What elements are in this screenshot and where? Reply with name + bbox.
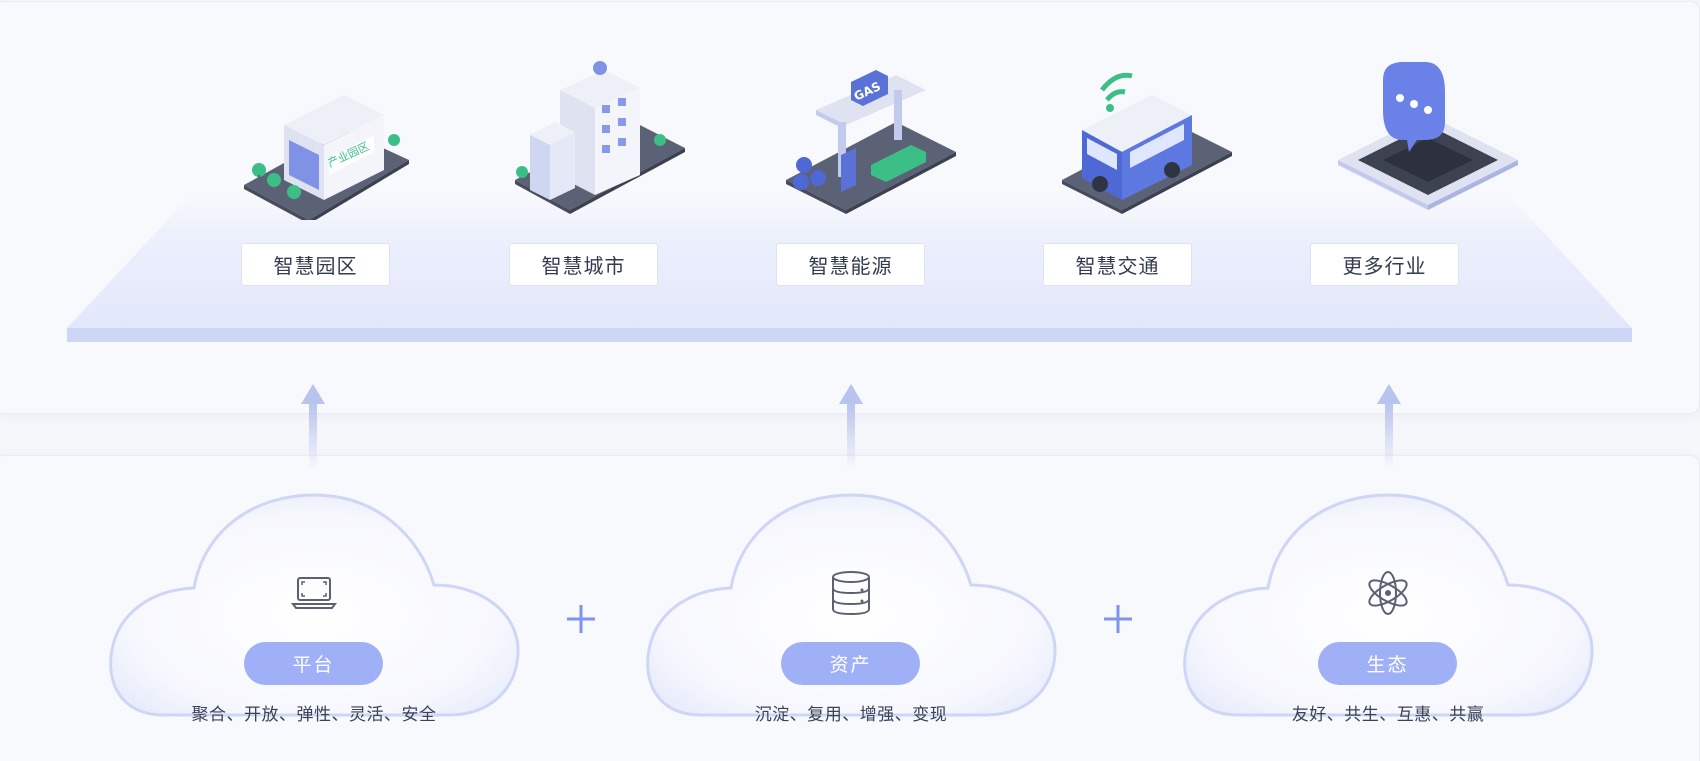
atom-icon (1363, 568, 1413, 618)
smart-city-tower-icon (515, 61, 685, 214)
chip-chat-bubble-icon (1338, 62, 1518, 210)
industry-label-text: 更多行业 (1342, 254, 1427, 278)
industry-label-text: 智慧交通 (1075, 254, 1160, 278)
arrow-up-icon (1374, 384, 1404, 470)
cloud-ecosystem: 生态 友好、共生、互惠、共赢 (1178, 490, 1598, 725)
scene-smart-city (500, 60, 700, 220)
industry-label-smart-traffic: 智慧交通 (1043, 243, 1192, 286)
cloud-shape (646, 493, 1057, 717)
foundation-pill-ecosystem: 生态 (1318, 642, 1457, 685)
industry-label-more: 更多行业 (1310, 243, 1459, 286)
scene-smart-park: 产业园区 (224, 60, 424, 220)
scene-more-industries (1328, 60, 1528, 220)
cloud-shape (1183, 493, 1594, 717)
database-icon (826, 568, 876, 618)
foundation-pill-platform: 平台 (244, 642, 383, 685)
scene-smart-traffic (1052, 60, 1252, 220)
arrow-up-icon (836, 384, 866, 470)
arrow-up-icon (298, 384, 328, 470)
laptop-icon (289, 568, 339, 618)
gas-station-icon: GAS (786, 70, 956, 214)
foundation-desc: 友好、共生、互惠、共赢 (1291, 705, 1485, 725)
cloud-assets: 资产 沉淀、复用、增强、变现 (641, 490, 1061, 725)
industry-label-text: 智慧园区 (273, 254, 358, 278)
plus-icon (564, 602, 598, 636)
plus-icon (1101, 602, 1135, 636)
scene-smart-energy: GAS (776, 60, 976, 220)
industry-label-smart-city: 智慧城市 (509, 243, 658, 286)
industry-label-text: 智慧能源 (808, 254, 893, 278)
smart-park-building-icon: 产业园区 (244, 95, 409, 220)
foundation-desc: 沉淀、复用、增强、变现 (754, 705, 948, 725)
industry-label-smart-park: 智慧园区 (241, 243, 390, 286)
industry-label-text: 智慧城市 (541, 254, 626, 278)
foundation-desc: 聚合、开放、弹性、灵活、安全 (191, 705, 437, 725)
connected-van-icon (1062, 72, 1232, 214)
foundation-pill-assets: 资产 (781, 642, 920, 685)
cloud-platform: 平台 聚合、开放、弹性、灵活、安全 (104, 490, 524, 725)
industry-label-smart-energy: 智慧能源 (776, 243, 925, 286)
